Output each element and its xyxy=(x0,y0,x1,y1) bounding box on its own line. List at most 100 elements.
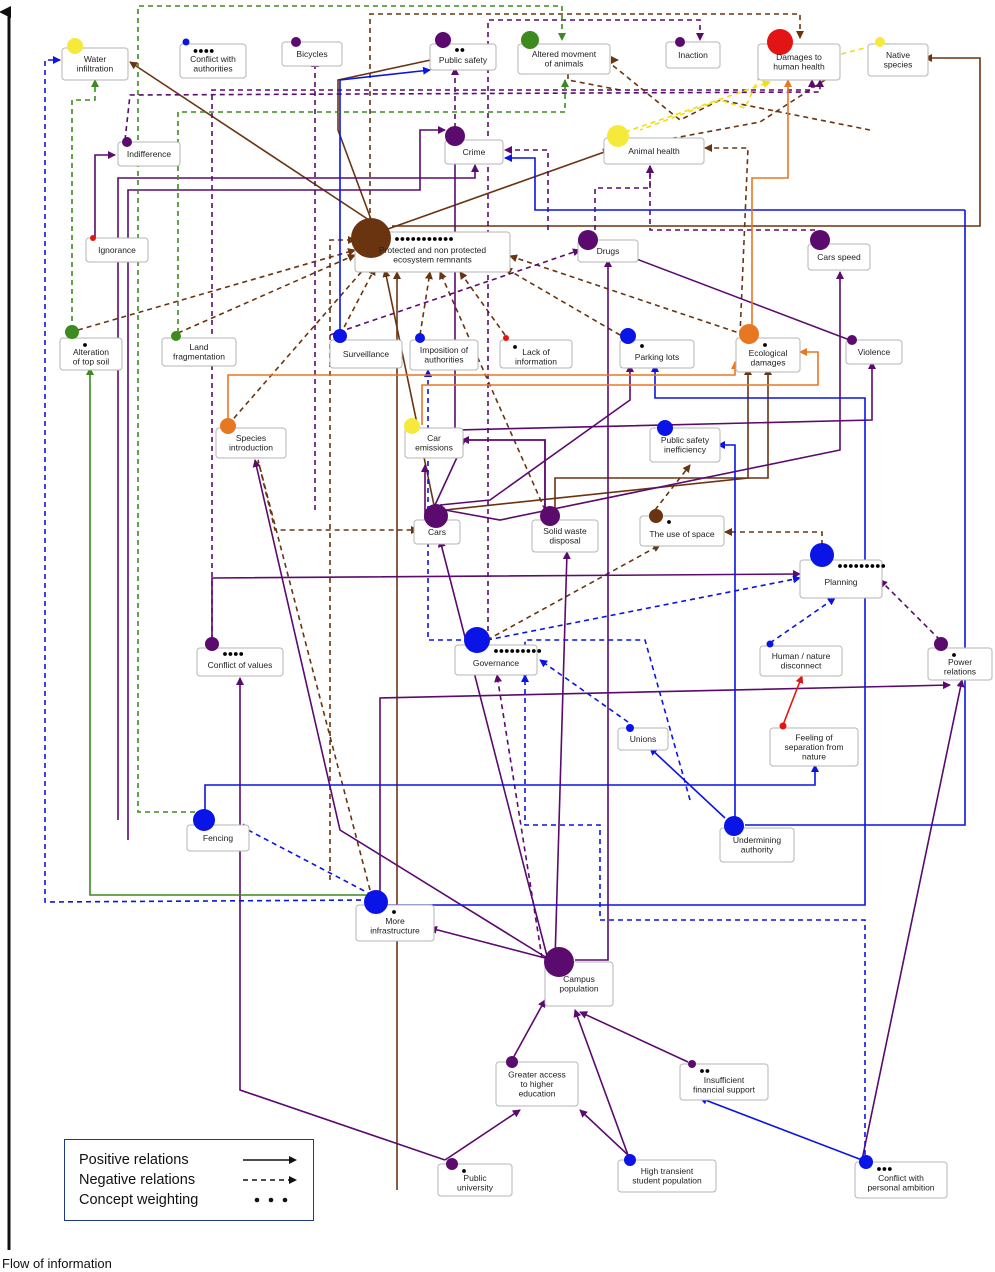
edge xyxy=(554,551,571,961)
node-violence: Violence xyxy=(845,335,903,365)
node-label: of top soil xyxy=(73,357,109,367)
node-label: student population xyxy=(632,1176,702,1186)
edge xyxy=(429,925,546,959)
node-box xyxy=(845,339,903,365)
node-indicator xyxy=(724,816,744,836)
node-label: of animals xyxy=(545,59,584,69)
node-indicator xyxy=(624,1154,636,1166)
node-label: inefficiency xyxy=(664,445,707,455)
node-label: infiltration xyxy=(77,64,114,74)
edge xyxy=(579,1011,689,1063)
node-label: disposal xyxy=(549,536,580,546)
edge xyxy=(439,271,546,511)
node-box xyxy=(735,337,801,373)
node-indicator xyxy=(193,809,215,831)
node-indicator xyxy=(446,1158,458,1170)
weight-dot xyxy=(881,564,886,568)
node-unions: Unions xyxy=(617,724,669,751)
node-label: The use of space xyxy=(649,529,714,539)
node-box xyxy=(85,237,149,263)
node-label: university xyxy=(457,1183,494,1193)
weight-dot xyxy=(83,343,87,347)
node-indicator xyxy=(351,218,391,258)
edge xyxy=(339,267,376,336)
weight-dot xyxy=(887,1167,892,1171)
node-label: Public safety xyxy=(439,55,488,65)
node-box xyxy=(531,519,599,553)
edge xyxy=(751,79,792,325)
node-indicator xyxy=(578,230,598,250)
node-label: human health xyxy=(773,62,825,72)
node-label: Feeling of xyxy=(795,732,833,742)
node-indicator xyxy=(688,1060,696,1068)
weight-dot xyxy=(848,564,853,568)
edge xyxy=(599,54,871,131)
node-label: Cars speed xyxy=(817,252,861,262)
edge xyxy=(379,681,951,905)
weight-dot xyxy=(405,237,410,241)
node-indicator xyxy=(779,722,787,730)
weight-dots xyxy=(455,48,465,52)
edge xyxy=(486,544,661,641)
weight-dots xyxy=(395,237,453,241)
weight-dot xyxy=(865,564,869,568)
node-indicator xyxy=(540,506,560,526)
edge xyxy=(487,19,704,640)
node-box xyxy=(854,1161,948,1199)
node-label: Governance xyxy=(473,658,520,668)
weight-dots xyxy=(640,344,644,348)
node-box xyxy=(617,1159,717,1193)
node-box xyxy=(437,1163,513,1197)
node-box xyxy=(639,515,725,547)
node-box xyxy=(59,337,123,371)
weight-dots xyxy=(83,343,87,347)
node-box xyxy=(799,559,883,599)
edge xyxy=(521,639,691,801)
weight-dot xyxy=(223,652,227,656)
edge xyxy=(509,254,746,336)
node-indicator xyxy=(364,890,388,914)
legend-positive-arrowhead xyxy=(289,1156,297,1164)
node-box xyxy=(769,727,859,767)
node-label: Animal health xyxy=(628,146,680,156)
node-label: Lack of xyxy=(522,347,550,357)
edge xyxy=(745,210,966,826)
node-indicator xyxy=(333,329,347,343)
edge xyxy=(654,464,691,511)
node-indicator xyxy=(415,333,425,343)
node-box xyxy=(517,43,611,75)
weight-dot xyxy=(193,49,198,53)
node-planning: Planning xyxy=(799,543,886,599)
node-indicator xyxy=(675,37,685,47)
node-indicator xyxy=(506,1056,518,1068)
weight-dot xyxy=(705,1069,710,1073)
legend-symbols xyxy=(243,1156,297,1203)
edge xyxy=(44,56,371,903)
node-indicator xyxy=(503,335,509,341)
node-label: High transient xyxy=(641,1166,694,1176)
node-indicator xyxy=(424,504,448,528)
edges xyxy=(44,5,981,1190)
node-box xyxy=(196,647,284,677)
node-label: Land xyxy=(190,342,209,352)
node-label: Drugs xyxy=(597,246,620,256)
node-indicator xyxy=(205,637,219,651)
weight-dot xyxy=(462,1169,466,1173)
node-label: Inaction xyxy=(678,50,708,60)
weight-dot xyxy=(763,343,767,347)
weight-dot xyxy=(400,237,405,241)
node-label: relations xyxy=(944,667,976,677)
weight-dot xyxy=(504,649,509,653)
edge xyxy=(236,677,446,1161)
edge xyxy=(521,674,866,1155)
